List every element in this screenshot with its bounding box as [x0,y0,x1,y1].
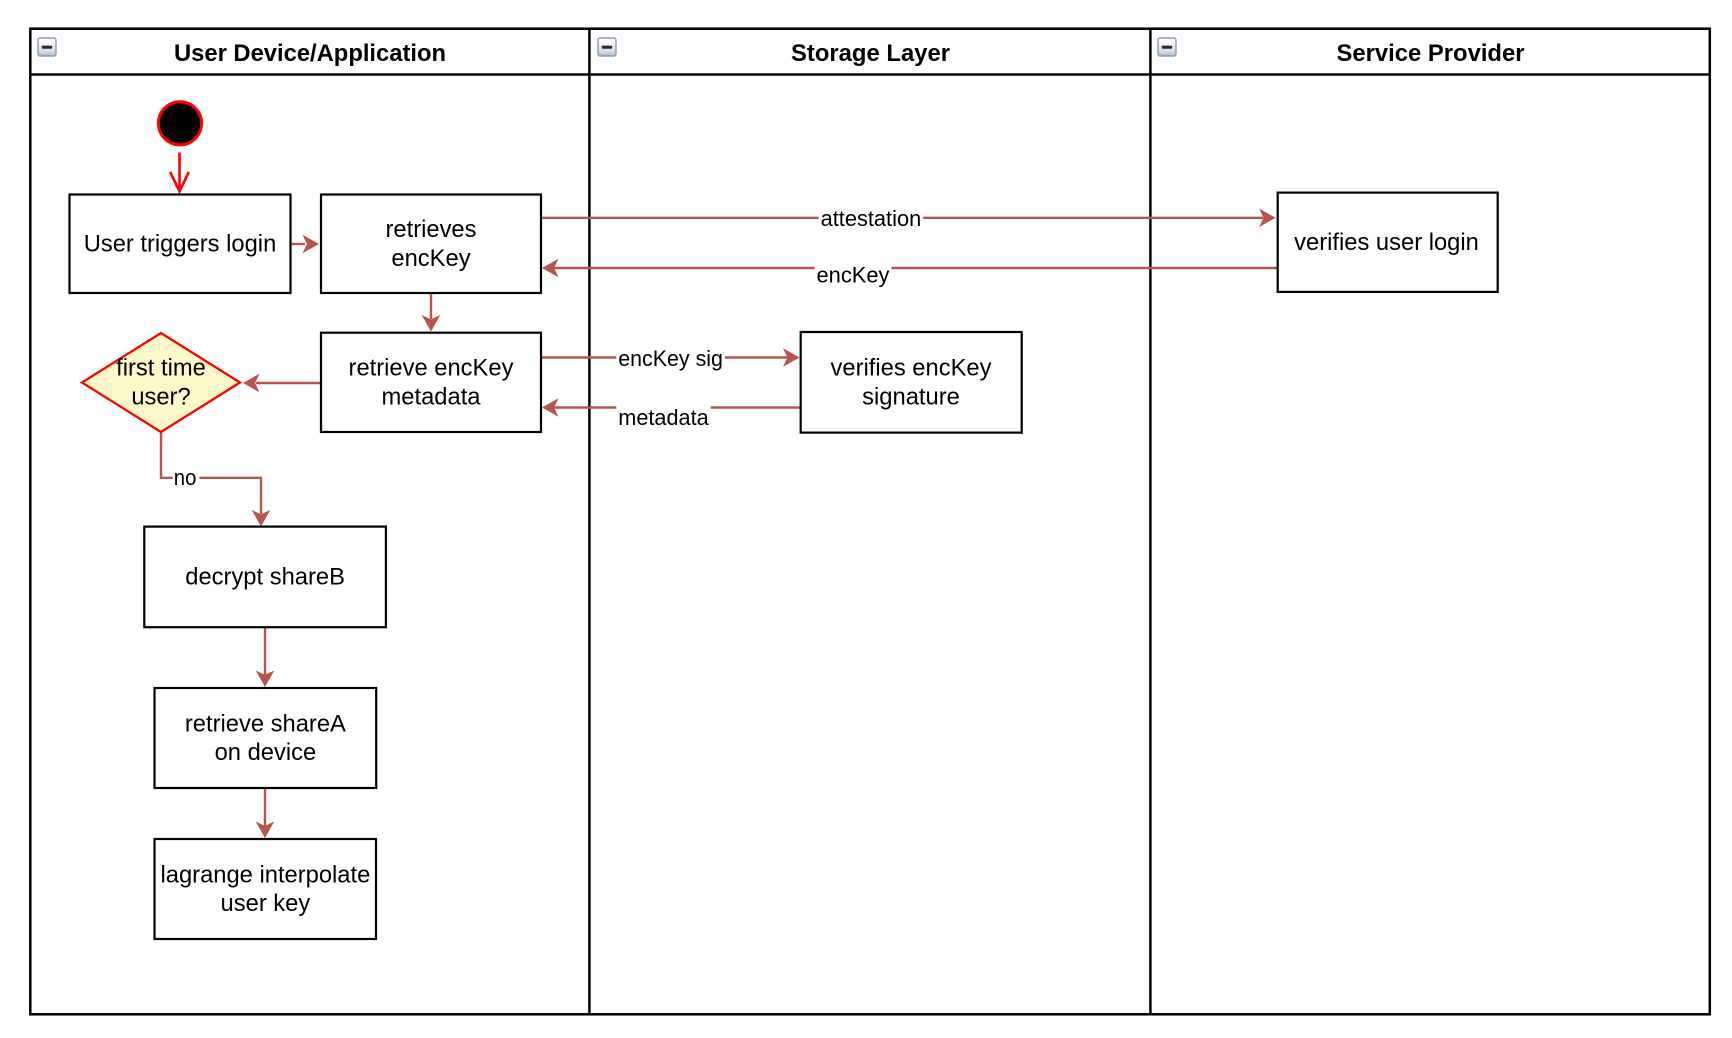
svg-text:Service Provider: Service Provider [1337,40,1525,67]
svg-text:metadata: metadata [618,405,709,430]
svg-text:no: no [174,465,197,490]
svg-text:decrypt shareB: decrypt shareB [185,564,345,591]
svg-text:attestation: attestation [821,206,922,231]
svg-text:verifies user login: verifies user login [1294,229,1479,256]
svg-text:User Device/Application: User Device/Application [174,40,446,67]
svg-text:User triggers login: User triggers login [84,230,277,257]
svg-text:Storage Layer: Storage Layer [791,40,950,67]
svg-text:encKey: encKey [817,263,890,288]
svg-text:encKey sig: encKey sig [618,346,723,371]
